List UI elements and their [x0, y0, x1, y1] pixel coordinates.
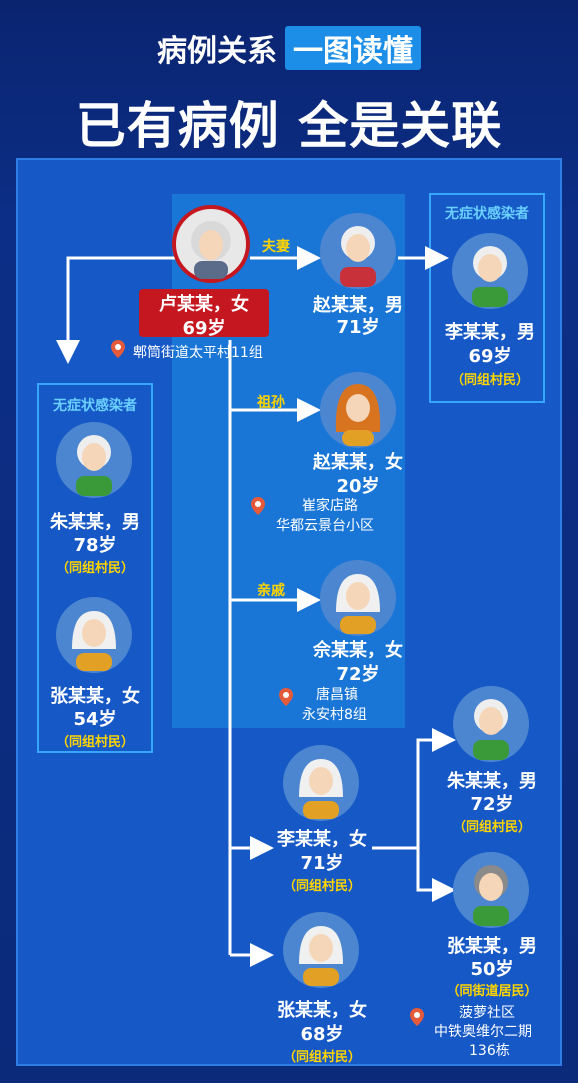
avatar-zhang-f54: [56, 597, 132, 673]
age-zhang-m50: 50岁: [470, 959, 514, 980]
name-lu: 卢某某，女: [159, 294, 249, 315]
name-zhang-f68: 张某某，女: [277, 1000, 367, 1021]
header-line1: 病例关系一图读懂: [0, 26, 578, 70]
avatar-zhao-f: [320, 372, 396, 448]
avatar-zhu-m78: [56, 422, 132, 498]
relation-spouse: 夫妻: [262, 239, 290, 255]
name-zhang-f54: 张某某，女: [50, 686, 140, 707]
age-zhang-f68: 68岁: [300, 1024, 344, 1045]
relation-grandchild: 祖孙: [257, 395, 285, 411]
header-headline: 已有病例 全是关联: [75, 97, 503, 155]
name-she-f: 佘某某，女: [313, 640, 403, 661]
name-zhang-m50: 张某某，男: [447, 936, 537, 957]
note-li-m: （同组村民）: [450, 373, 529, 388]
note-zhang-m50: （同街道居民）: [446, 984, 538, 999]
address-she-f-2: 永安村8组: [302, 707, 367, 723]
name-zhao-m: 赵某某，男: [313, 295, 403, 316]
address-she-f-1: 唐昌镇: [316, 687, 358, 703]
avatar-zhang-m50: [453, 852, 529, 928]
arrow-to-zhu-m72: [372, 728, 456, 850]
age-zhu-m72: 72岁: [470, 794, 514, 815]
note-zhang-f54: （同组村民）: [55, 735, 134, 750]
note-zhang-f68: （同组村民）: [282, 1050, 361, 1065]
address-zhao-f-2: 华都云景台小区: [276, 518, 374, 534]
asymptomatic-box-right: 无症状感染者: [429, 193, 545, 403]
address-lu: 郫筒街道太平村11组: [133, 345, 263, 361]
name-zhu-m72: 朱某某，男: [447, 771, 537, 792]
age-zhao-f: 20岁: [336, 476, 380, 497]
location-pin-icon: [279, 688, 293, 706]
avatar-she-f: [320, 560, 396, 636]
age-zhao-m: 71岁: [336, 317, 380, 338]
avatar-li-f: [283, 745, 359, 821]
asymptomatic-title: 无症状感染者: [53, 398, 137, 414]
case-card-lu: [139, 289, 269, 337]
note-li-f: （同组村民）: [282, 879, 361, 894]
arrow-to-asym-left: [56, 256, 178, 364]
relation-relative: 亲戚: [257, 583, 285, 599]
avatar-zhao-m: [320, 213, 396, 289]
age-li-m: 69岁: [468, 346, 512, 367]
avatar-li-m: [452, 233, 528, 309]
address-zhang-m50-1: 菠萝社区: [459, 1005, 515, 1021]
name-zhu-m78: 朱某某，男: [50, 512, 140, 533]
age-zhang-f54: 54岁: [73, 709, 117, 730]
address-zhang-m50-2: 中铁奥维尔二期: [434, 1024, 532, 1040]
avatar-zhang-f68: [283, 912, 359, 988]
note-zhu-m78: （同组村民）: [55, 561, 134, 576]
avatar-zhu-m72: [453, 686, 529, 762]
address-zhao-f-1: 崔家店路: [302, 498, 358, 514]
asymptomatic-box-left: 无症状感染者: [37, 383, 153, 753]
name-zhao-f: 赵某某，女: [313, 452, 403, 473]
age-lu: 69岁: [182, 318, 226, 339]
header-highlight: 一图读懂: [285, 26, 421, 70]
name-li-m: 李某某，男: [445, 322, 535, 343]
location-pin-icon: [251, 497, 265, 515]
name-li-f: 李某某，女: [277, 829, 367, 850]
note-zhu-m72: （同组村民）: [452, 820, 531, 835]
avatar-lu: [172, 205, 250, 283]
header-title: 病例关系: [157, 34, 277, 69]
asymptomatic-title: 无症状感染者: [445, 206, 529, 222]
location-pin-icon: [410, 1008, 424, 1026]
age-zhu-m78: 78岁: [73, 535, 117, 556]
age-li-f: 71岁: [300, 853, 344, 874]
location-pin-icon: [111, 340, 125, 358]
arrow-to-zhang-m50: [416, 848, 456, 902]
age-she-f: 72岁: [336, 664, 380, 685]
address-zhang-m50-3: 136栋: [469, 1043, 510, 1059]
